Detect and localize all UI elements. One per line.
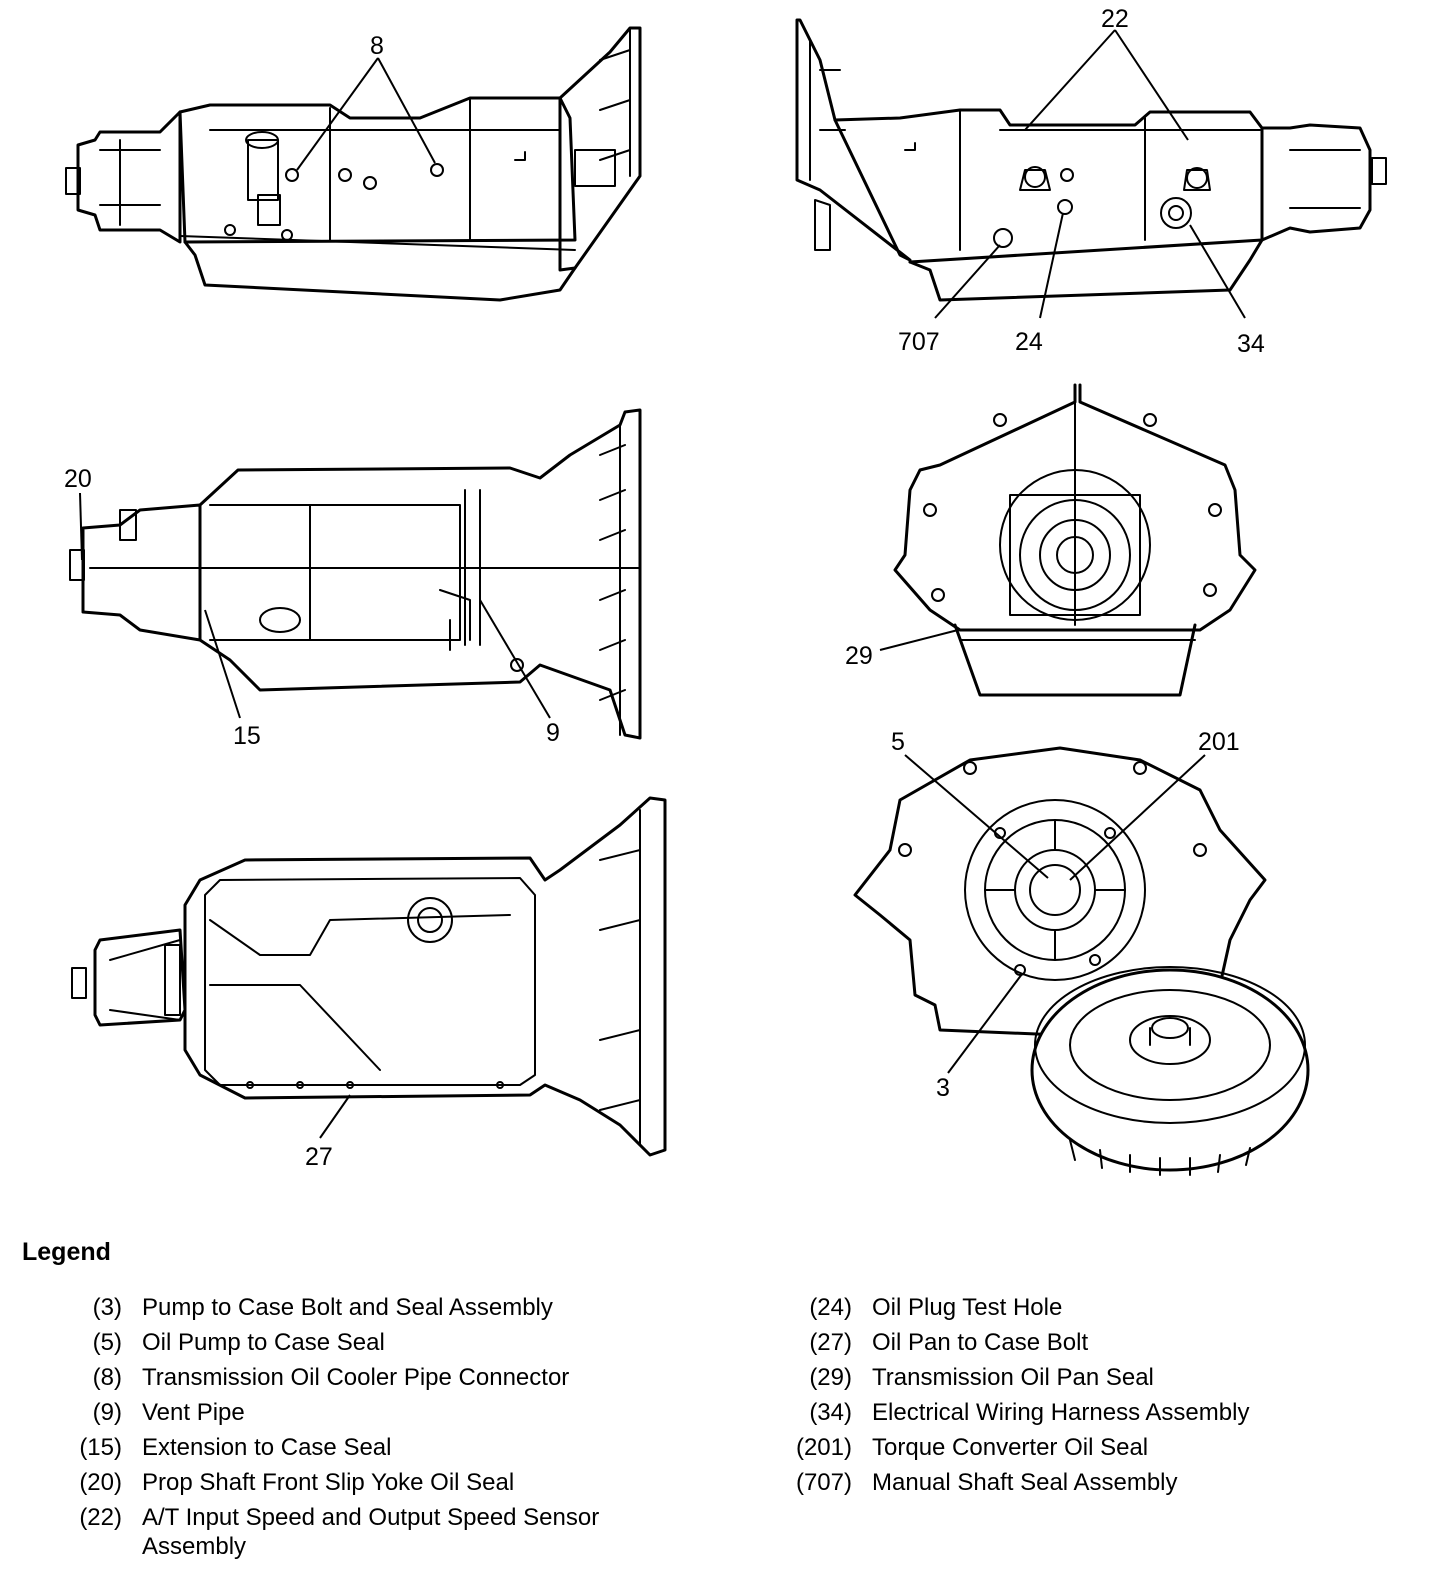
pump-and-torque-converter-view — [853, 746, 1310, 1176]
legend-item: (8) Transmission Oil Cooler Pipe Connect… — [60, 1360, 700, 1395]
callout-27: 27 — [305, 1143, 333, 1171]
callout-8: 8 — [370, 32, 384, 60]
right-side-view — [795, 18, 1387, 319]
callout-15: 15 — [233, 722, 261, 750]
legend-number: (15) — [79, 1434, 122, 1461]
legend-description: Oil Pump to Case Seal — [142, 1329, 385, 1356]
callout-34: 34 — [1237, 330, 1265, 358]
legend-item: (22) A/T Input Speed and Output Speed Se… — [60, 1500, 700, 1561]
legend-description: A/T Input Speed and Output Speed Sensor … — [142, 1504, 600, 1560]
callout-24: 24 — [1015, 328, 1043, 356]
callout-201: 201 — [1198, 728, 1240, 756]
legend-item: (29) Transmission Oil Pan Seal — [790, 1360, 1410, 1395]
legend-number: (201) — [795, 1434, 852, 1461]
callout-22: 22 — [1101, 5, 1129, 33]
end-view-with-pan — [879, 383, 1257, 697]
callout-20: 20 — [64, 465, 92, 493]
legend-description: Vent Pipe — [142, 1399, 245, 1426]
legend-description: Pump to Case Bolt and Seal Assembly — [142, 1294, 553, 1321]
legend-description: Oil Pan to Case Bolt — [872, 1329, 1089, 1356]
legend-item: (24) Oil Plug Test Hole — [790, 1290, 1410, 1325]
legend-number: (29) — [809, 1364, 852, 1391]
legend-item: (5) Oil Pump to Case Seal — [60, 1325, 700, 1360]
legend-description: Prop Shaft Front Slip Yoke Oil Seal — [142, 1469, 515, 1496]
legend-number: (5) — [92, 1329, 122, 1356]
legend-item: (20) Prop Shaft Front Slip Yoke Oil Seal — [60, 1465, 700, 1500]
top-view — [69, 408, 642, 740]
legend-item: (34) Electrical Wiring Harness Assembly — [790, 1395, 1410, 1430]
legend-description: Torque Converter Oil Seal — [872, 1434, 1149, 1461]
legend-number: (9) — [92, 1399, 122, 1426]
legend-description: Extension to Case Seal — [142, 1434, 392, 1461]
legend-item: (707) Manual Shaft Seal Assembly — [790, 1465, 1410, 1500]
transmission-seal-diagram: 8 22 707 24 34 20 15 9 29 5 201 3 27 — [64, 5, 1387, 1176]
bottom-view — [71, 796, 667, 1157]
callout-3: 3 — [936, 1074, 950, 1102]
legend-item: (15) Extension to Case Seal — [60, 1430, 700, 1465]
legend-item: (27) Oil Pan to Case Bolt — [790, 1325, 1410, 1360]
legend-number: (707) — [795, 1469, 852, 1496]
legend-number: (27) — [809, 1329, 852, 1356]
legend-list-left: (3) Pump to Case Bolt and Seal Assembly … — [60, 1290, 700, 1561]
legend-description: Electrical Wiring Harness Assembly — [872, 1399, 1250, 1426]
legend-title: Legend — [22, 1238, 111, 1266]
legend-number: (22) — [79, 1504, 122, 1531]
callout-707: 707 — [898, 328, 940, 356]
legend-item: (3) Pump to Case Bolt and Seal Assembly — [60, 1290, 700, 1325]
legend-number: (8) — [92, 1364, 122, 1391]
legend-number: (3) — [92, 1294, 122, 1321]
callout-9: 9 — [546, 719, 560, 747]
legend-item: (9) Vent Pipe — [60, 1395, 700, 1430]
legend-description: Manual Shaft Seal Assembly — [872, 1469, 1178, 1496]
callout-5: 5 — [891, 728, 905, 756]
legend-number: (34) — [809, 1399, 852, 1426]
legend-number: (24) — [809, 1294, 852, 1321]
legend-description: Oil Plug Test Hole — [872, 1294, 1063, 1321]
callout-29: 29 — [845, 642, 873, 670]
legend-description: Transmission Oil Cooler Pipe Connector — [142, 1364, 570, 1391]
legend-number: (20) — [79, 1469, 122, 1496]
legend-item: (201) Torque Converter Oil Seal — [790, 1430, 1410, 1465]
legend-list-right: (24) Oil Plug Test Hole (27) Oil Pan to … — [790, 1290, 1410, 1500]
left-side-view — [65, 26, 642, 302]
legend-description: Transmission Oil Pan Seal — [872, 1364, 1154, 1391]
